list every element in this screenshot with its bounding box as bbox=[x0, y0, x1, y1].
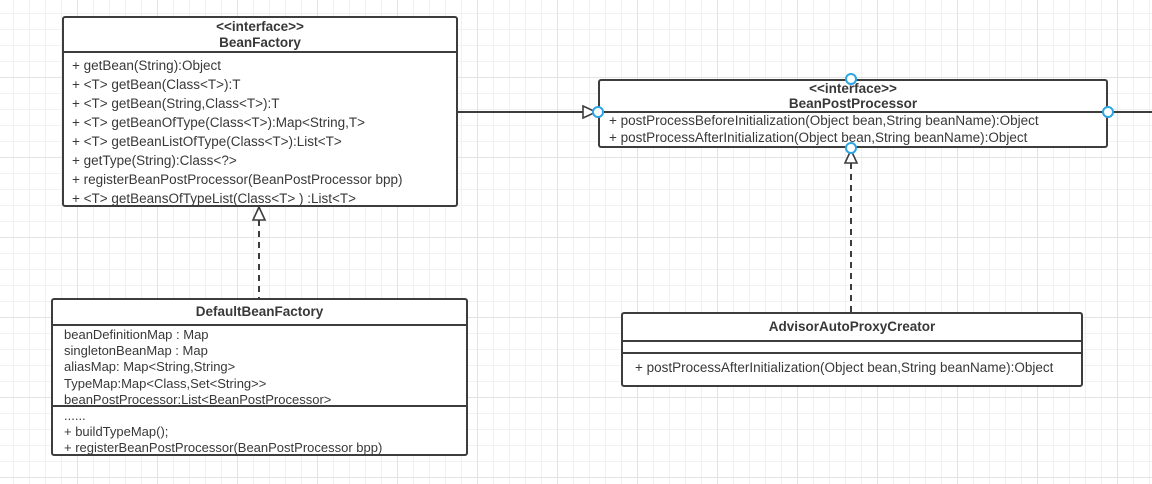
selection-handle-bottom[interactable] bbox=[845, 142, 857, 154]
method-line: + registerBeanPostProcessor(BeanPostProc… bbox=[64, 440, 383, 456]
method-line: ...... bbox=[64, 408, 86, 423]
relation-beanpostprocessor-offcanvas[interactable] bbox=[1110, 103, 1152, 121]
fields-section-defaultbeanfactory: beanDefinitionMap : Map singletonBeanMap… bbox=[53, 326, 466, 407]
method-line: + registerBeanPostProcessor(BeanPostProc… bbox=[72, 172, 403, 187]
method-line: + postProcessAfterInitialization(Object … bbox=[635, 360, 1054, 375]
stereotype-label: <<interface>> bbox=[809, 81, 897, 96]
method-line: + getBean(String):Object bbox=[72, 58, 221, 73]
selection-handle-right[interactable] bbox=[1102, 106, 1114, 118]
field-line: beanPostProcessor:List<BeanPostProcessor… bbox=[64, 391, 332, 407]
class-box-beanpostprocessor[interactable]: <<interface>> BeanPostProcessor + postPr… bbox=[598, 79, 1108, 148]
class-header-advisorautoproxycreator: AdvisorAutoProxyCreator bbox=[623, 314, 1081, 342]
field-line: beanDefinitionMap : Map bbox=[64, 327, 209, 342]
stereotype-label: <<interface>> bbox=[216, 18, 304, 34]
class-box-defaultbeanfactory[interactable]: DefaultBeanFactory beanDefinitionMap : M… bbox=[51, 298, 468, 456]
selection-handle-top[interactable] bbox=[845, 73, 857, 85]
field-line: aliasMap: Map<String,String> bbox=[64, 359, 236, 375]
method-line: + <T> getBeansOfTypeList(Class<T> ) :Lis… bbox=[72, 191, 357, 206]
method-line: + <T> getBeanListOfType(Class<T>):List<T… bbox=[72, 134, 342, 149]
class-header-defaultbeanfactory: DefaultBeanFactory bbox=[53, 300, 466, 326]
methods-section-beanfactory: + getBean(String):Object + <T> getBean(C… bbox=[64, 53, 456, 208]
method-line: + buildTypeMap(); bbox=[64, 424, 169, 440]
methods-section-beanpostprocessor: + postProcessBeforeInitialization(Object… bbox=[600, 113, 1106, 146]
method-line: + postProcessAfterInitialization(Object … bbox=[609, 129, 1028, 145]
field-line: singletonBeanMap : Map bbox=[64, 343, 208, 359]
methods-section-advisorautoproxycreator: + postProcessAfterInitialization(Object … bbox=[623, 354, 1081, 376]
class-box-beanfactory[interactable]: <<interface>> BeanFactory + getBean(Stri… bbox=[62, 16, 458, 207]
fields-section-advisorautoproxycreator bbox=[623, 342, 1081, 354]
methods-section-defaultbeanfactory: ...... + buildTypeMap(); + registerBeanP… bbox=[53, 407, 466, 457]
method-line: + <T> getBeanOfType(Class<T>):Map<String… bbox=[72, 115, 366, 130]
class-name-label: BeanPostProcessor bbox=[788, 96, 918, 111]
method-line: + <T> getBean(String,Class<T>):T bbox=[72, 96, 280, 111]
relation-defaultbeanfactory-realizes-beanfactory[interactable] bbox=[250, 205, 268, 299]
class-name-label: DefaultBeanFactory bbox=[195, 304, 324, 319]
class-header-beanpostprocessor: <<interface>> BeanPostProcessor bbox=[600, 81, 1106, 113]
field-line: TypeMap:Map<Class,Set<String>> bbox=[64, 375, 267, 391]
class-box-advisorautoproxycreator[interactable]: AdvisorAutoProxyCreator + postProcessAft… bbox=[621, 312, 1083, 387]
method-line: + <T> getBean(Class<T>):T bbox=[72, 77, 241, 92]
class-name-label: AdvisorAutoProxyCreator bbox=[768, 319, 936, 334]
class-header-beanfactory: <<interface>> BeanFactory bbox=[64, 18, 456, 53]
method-line: + getType(String):Class<?> bbox=[72, 153, 237, 168]
class-name-label: BeanFactory bbox=[219, 34, 301, 50]
selection-handle-left[interactable] bbox=[592, 106, 604, 118]
method-line: + postProcessBeforeInitialization(Object… bbox=[609, 113, 1039, 128]
relation-beanfactory-to-beanpostprocessor[interactable] bbox=[456, 103, 598, 121]
relation-advisorautoproxycreator-realizes-beanpostprocessor[interactable] bbox=[842, 148, 860, 313]
